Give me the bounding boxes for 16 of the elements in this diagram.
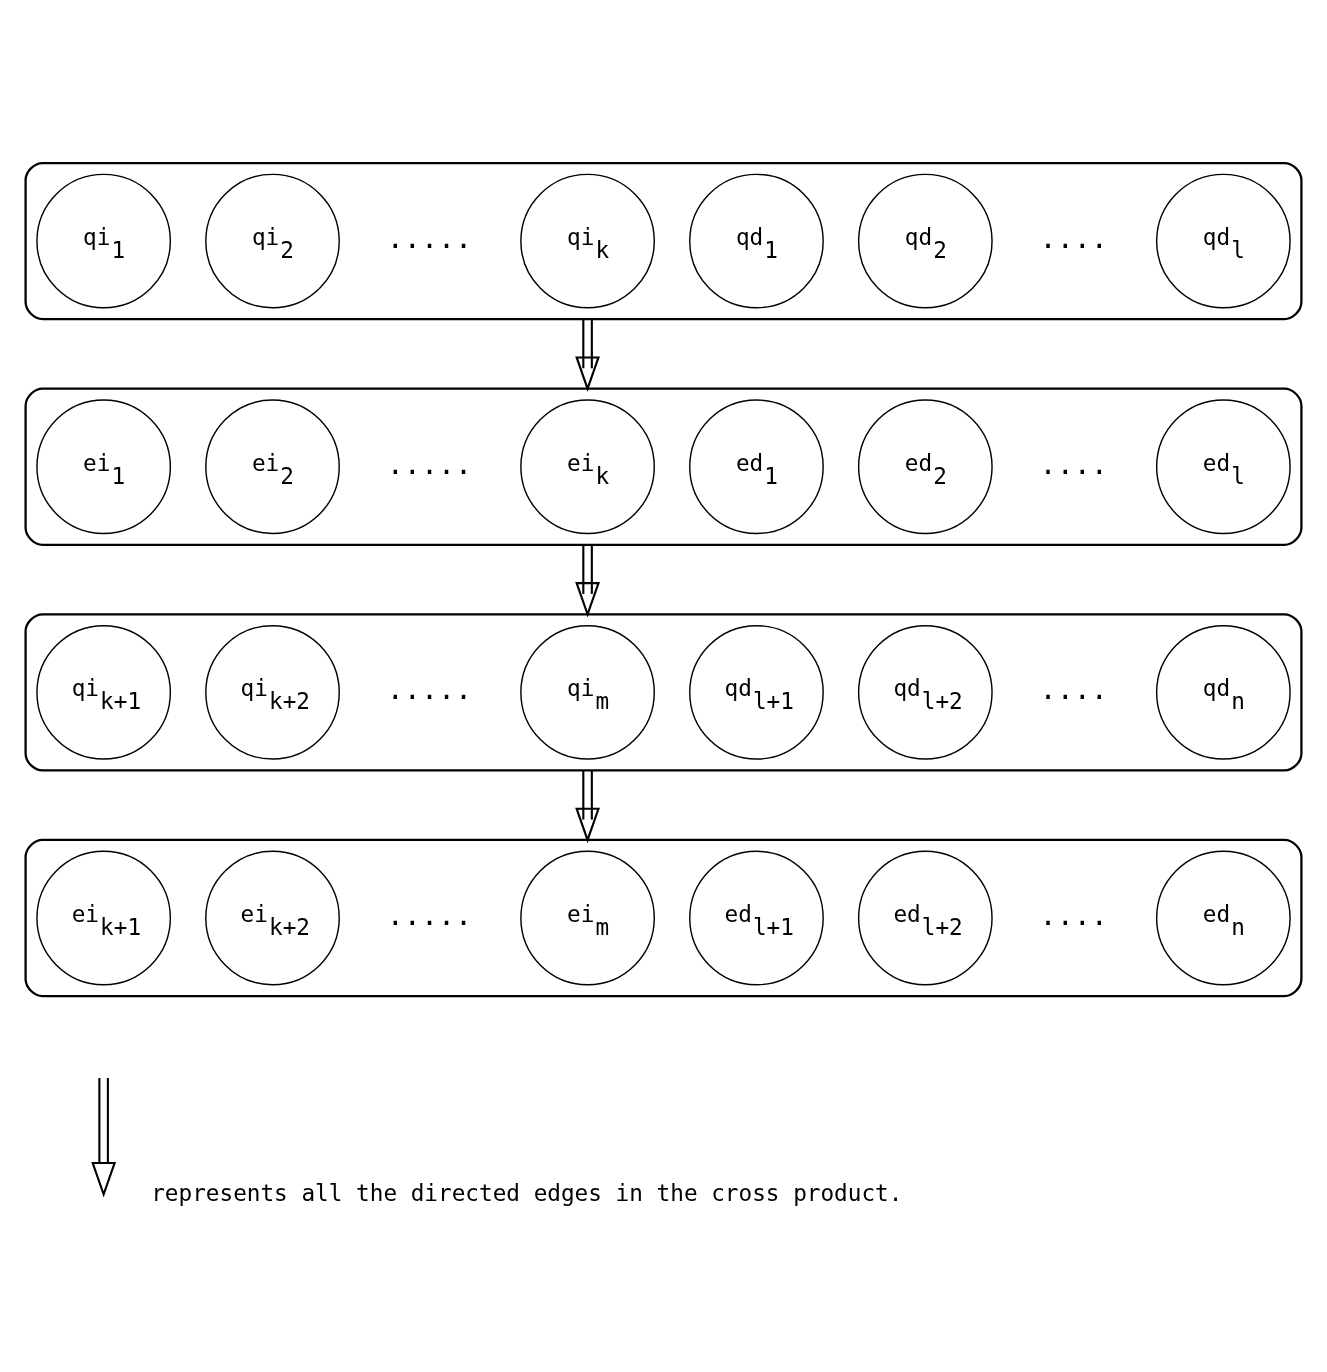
label: .... — [1039, 672, 1108, 706]
cluster — [24, 612, 1303, 772]
cluster — [24, 838, 1303, 997]
label: .... — [1039, 447, 1108, 481]
arrow — [575, 318, 600, 392]
legend-label: represents all the directed edges in the cross product. — [151, 1179, 903, 1206]
label: ..... — [386, 672, 473, 706]
label: ..... — [386, 898, 473, 932]
label: ..... — [386, 221, 473, 255]
label: .... — [1039, 221, 1108, 255]
arrow — [575, 769, 600, 843]
label: ..... — [386, 447, 473, 481]
cluster — [24, 387, 1303, 546]
cluster — [24, 161, 1303, 320]
arrow — [575, 544, 600, 618]
label: .... — [1039, 898, 1108, 932]
